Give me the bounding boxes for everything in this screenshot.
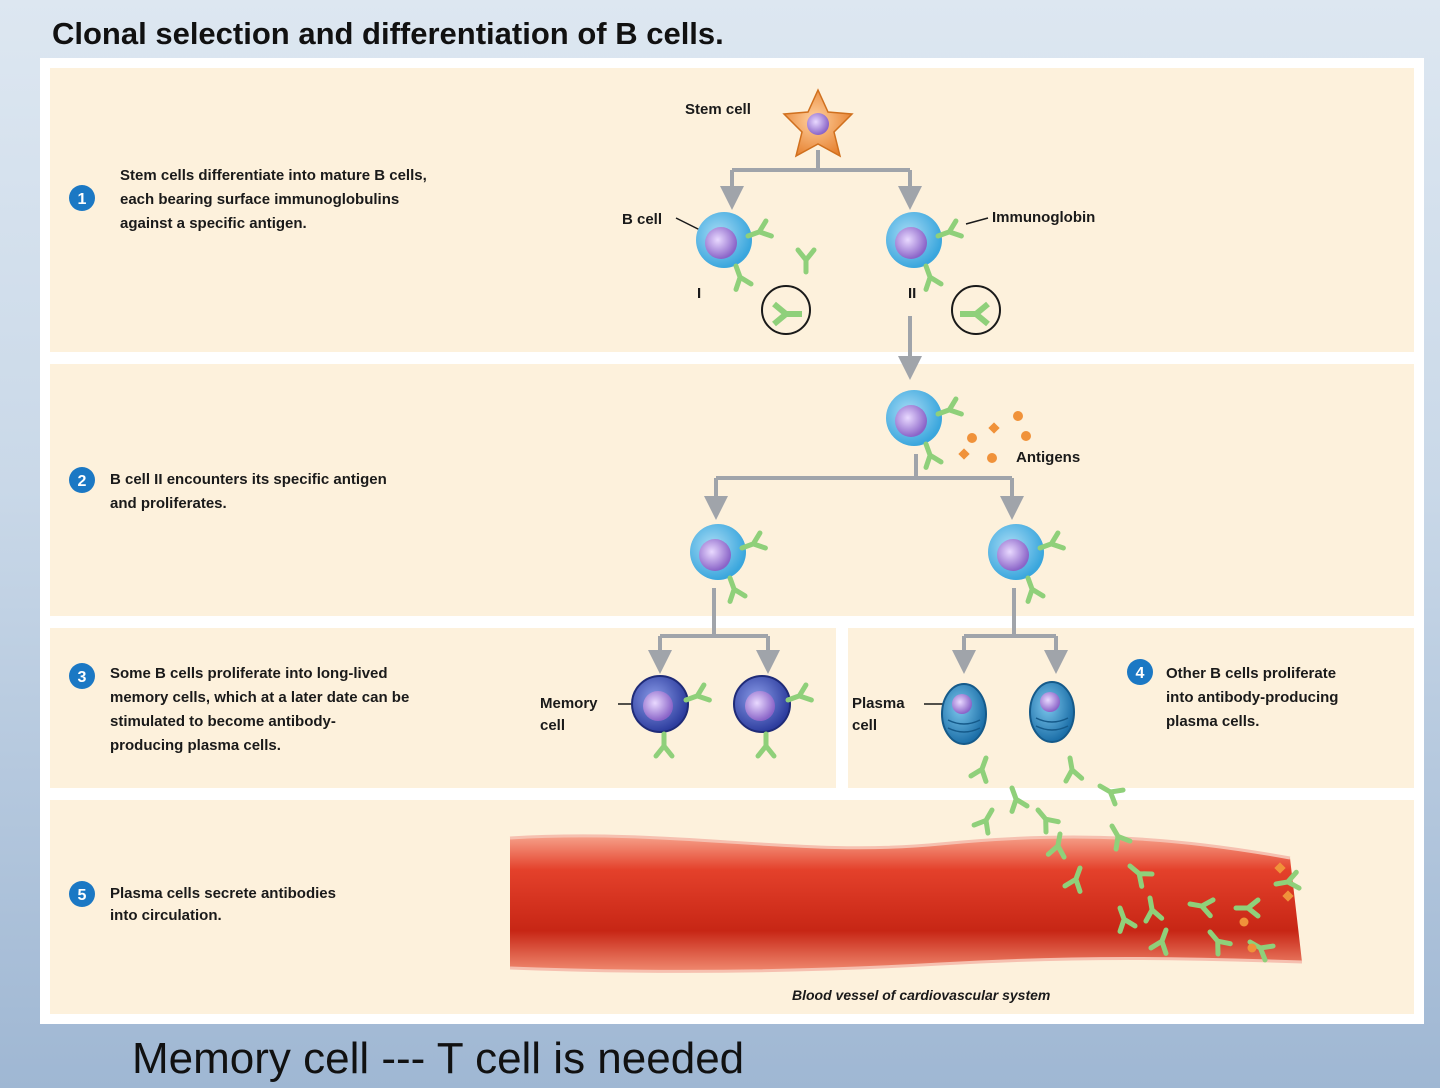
step-1: 1 Stem cells differentiate into mature B… — [69, 167, 427, 232]
step-number-circle — [69, 467, 95, 493]
plasma-cell-right — [1029, 681, 1075, 743]
immunoglobin-label: Immunoglobin — [992, 209, 1095, 226]
panel-step-1 — [50, 68, 1414, 352]
step-text-line: plasma cells. — [1166, 713, 1259, 730]
step-text-line: producing plasma cells. — [110, 737, 281, 754]
stem-branch-arrow — [730, 150, 910, 198]
zoom-inset-two — [951, 285, 1001, 335]
stem-cell-label: Stem cell — [685, 101, 751, 118]
blood-vessel-caption: Blood vessel of cardiovascular system — [792, 987, 1050, 1003]
step-text-line: into circulation. — [110, 907, 222, 924]
step-2: 2 B cell II encounters its specific anti… — [69, 467, 387, 512]
step-text-line: Plasma cells secrete antibodies — [110, 885, 336, 902]
step-text-line: memory cells, which at a later date can … — [110, 689, 409, 706]
step-5: 5 Plasma cells secrete antibodies into c… — [69, 881, 336, 924]
step-number-circle — [1127, 659, 1153, 685]
step-text-line: and proliferates. — [110, 495, 227, 512]
step-number: 2 — [78, 473, 87, 490]
step-text-line: each bearing surface immunoglobulins — [120, 191, 399, 208]
step-number-circle — [69, 185, 95, 211]
step-4: 4 Other B cells proliferate into antibod… — [1127, 659, 1338, 730]
clone-two-label: II — [908, 285, 916, 302]
step-text-line: Other B cells proliferate — [1166, 665, 1336, 682]
step-text-line: into antibody-producing — [1166, 689, 1338, 706]
b-cell-label: B cell — [622, 211, 662, 228]
antigens-label: Antigens — [1016, 449, 1080, 466]
memory-branch — [660, 588, 768, 638]
panel-step-4 — [848, 628, 1414, 788]
proliferation-branch — [716, 454, 1012, 480]
b-cell-diagram: 1 Stem cells differentiate into mature B… — [50, 68, 1414, 1014]
antigens — [958, 411, 1031, 463]
step-text-line: stimulated to become antibody- — [110, 713, 336, 730]
step-text-line: Some B cells proliferate into long-lived — [110, 665, 388, 682]
clone-one-label: I — [697, 285, 701, 302]
step-number-circle — [69, 881, 95, 907]
figure-frame: 1 Stem cells differentiate into mature B… — [40, 58, 1424, 1024]
memory-cell-label-line: Memory — [540, 695, 598, 712]
stem-cell — [782, 88, 854, 158]
step-number: 4 — [1136, 665, 1145, 682]
step-number: 3 — [78, 669, 87, 686]
memory-cell-label-line: cell — [540, 717, 565, 734]
plasma-cell-left — [941, 683, 987, 745]
slide-title: Clonal selection and differentiation of … — [52, 16, 724, 51]
step-number: 1 — [78, 191, 87, 208]
plasma-cell-label-line: cell — [852, 717, 877, 734]
panel-step-3 — [50, 628, 836, 788]
step-3: 3 Some B cells proliferate into long-liv… — [69, 663, 409, 754]
step-number-circle — [69, 663, 95, 689]
zoom-inset-one — [761, 285, 811, 335]
step-text-line: Stem cells differentiate into mature B c… — [120, 167, 427, 184]
step-text-line: B cell II encounters its specific antige… — [110, 471, 387, 488]
plasma-cell-label-line: Plasma — [852, 695, 905, 712]
step-number: 5 — [78, 887, 87, 904]
step-text-line: against a specific antigen. — [120, 215, 307, 232]
blood-vessel — [510, 835, 1302, 972]
immunoglobin-leader — [965, 217, 989, 225]
bound-antigens — [1239, 862, 1294, 953]
plasma-branch — [964, 588, 1056, 638]
footer-note: Memory cell --- T cell is needed — [132, 1034, 745, 1083]
